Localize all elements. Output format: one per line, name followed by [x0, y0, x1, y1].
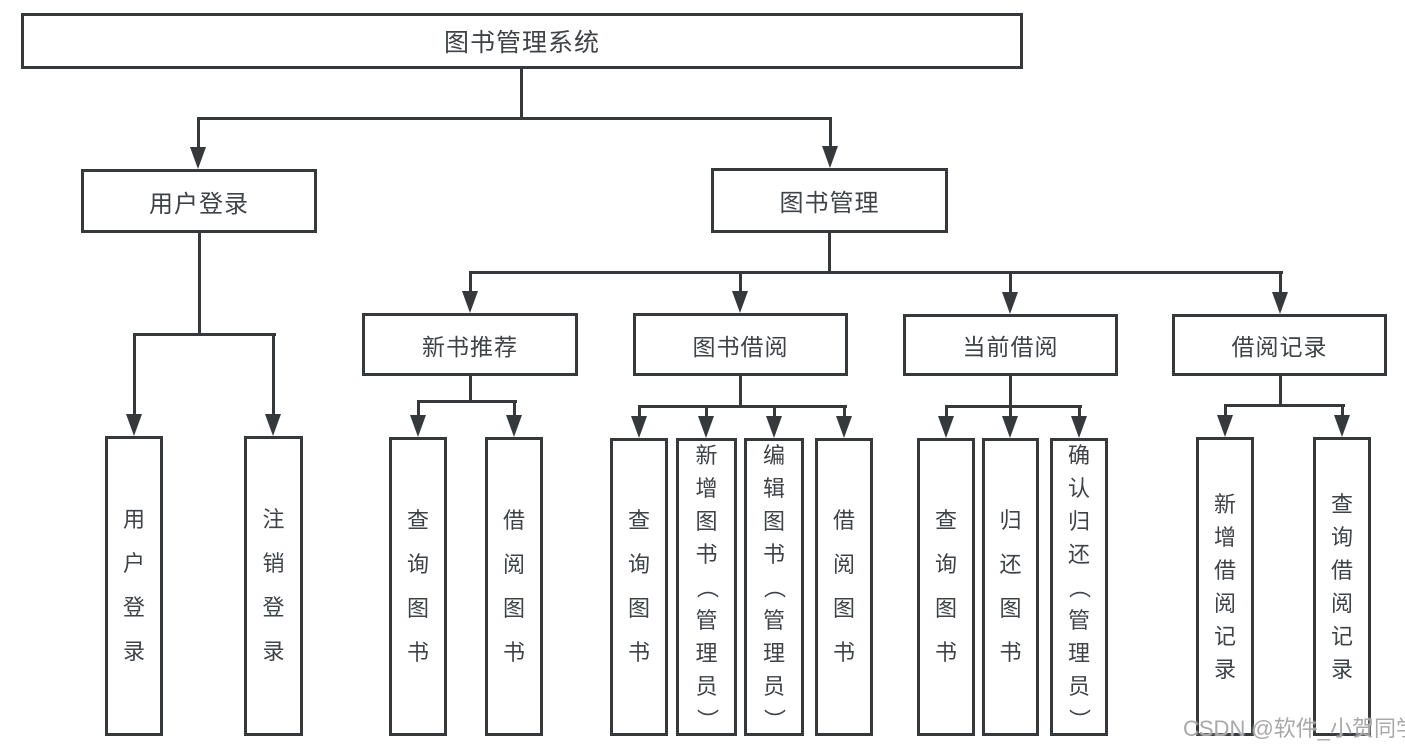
connector-root-stem	[520, 69, 523, 119]
node-borrow-records: 借阅记录	[1172, 314, 1387, 376]
connector-leaf-logout-stem	[272, 333, 275, 414]
node-user-login-label: 用户登录	[149, 190, 249, 218]
leaf-user-login: 用户登录	[105, 436, 163, 736]
node-book-borrow-label: 图书借阅	[692, 333, 789, 360]
arrow-down-icon	[836, 416, 852, 438]
leaf-newbooks-borrow: 借阅图书	[485, 437, 543, 736]
node-new-books: 新书推荐	[362, 313, 578, 376]
connector-book-mgmt-down	[828, 233, 831, 274]
arrow-down-icon	[938, 416, 954, 438]
node-system-root: 图书管理系统	[21, 13, 1023, 69]
arrow-down-icon	[506, 415, 522, 437]
connector-leaf-stem	[1224, 404, 1227, 418]
connector-book-borrow-down	[739, 376, 742, 408]
connector-leaf-user-login-stem	[133, 333, 136, 414]
node-new-books-label: 新书推荐	[422, 333, 518, 360]
leaf-records-query-label: 查询借阅记录	[1330, 491, 1353, 682]
leaf-current-confirm-label: 确认归还（管理员）	[1066, 442, 1092, 731]
connector-leaf-stem	[945, 405, 948, 418]
node-borrow-records-label: 借阅记录	[1231, 334, 1328, 360]
leaf-bookborrow-add: 新增图书（管理员）	[676, 438, 737, 736]
arrow-down-icon	[126, 414, 142, 436]
arrow-down-icon	[265, 414, 281, 436]
leaf-current-return-label: 归还图书	[999, 508, 1022, 665]
connector-new-books-bus	[417, 400, 517, 403]
leaf-records-add-label: 新增借阅记录	[1213, 491, 1236, 682]
node-book-borrow: 图书借阅	[633, 313, 848, 376]
arrow-down-icon	[1334, 415, 1350, 437]
connector-current-borrow-stem	[1009, 271, 1012, 293]
connector-leaf-stem	[1078, 405, 1081, 418]
connector-borrow-records-stem	[1279, 271, 1282, 293]
leaf-user-login-label: 用户登录	[122, 507, 145, 664]
arrow-down-icon	[1002, 416, 1018, 438]
connector-leaf-stem	[417, 400, 420, 416]
connector-user-login-stem	[197, 117, 200, 149]
arrow-down-icon	[1002, 292, 1018, 314]
leaf-records-add: 新增借阅记录	[1196, 437, 1254, 736]
leaf-newbooks-borrow-label: 借阅图书	[502, 507, 525, 665]
leaf-bookborrow-query: 查询图书	[610, 438, 668, 736]
arrow-down-icon	[1071, 416, 1087, 438]
arrow-down-icon	[698, 416, 714, 438]
arrow-down-icon	[766, 416, 782, 438]
leaf-bookborrow-edit: 编辑图书（管理员）	[744, 438, 804, 736]
leaf-bookborrow-borrow: 借阅图书	[815, 438, 873, 736]
connector-book-borrow-stem	[739, 271, 742, 293]
connector-borrow-records-bus	[1224, 404, 1345, 407]
connector-leaf-stem	[638, 405, 641, 418]
arrow-down-icon	[732, 291, 748, 313]
connector-level1-bus	[197, 117, 832, 120]
node-user-login: 用户登录	[81, 169, 317, 233]
leaf-records-query: 查询借阅记录	[1313, 437, 1371, 736]
leaf-newbooks-query: 查询图书	[389, 437, 447, 736]
arrow-down-icon	[410, 415, 426, 437]
connector-user-login-down	[198, 233, 201, 336]
connector-current-borrow-bus	[945, 405, 1082, 408]
leaf-bookborrow-query-label: 查询图书	[627, 508, 650, 665]
connector-book-mgmt-stem	[829, 117, 832, 148]
leaf-logout: 注销登录	[244, 436, 303, 736]
csdn-watermark: CSDN @软件_小贺同学	[1183, 716, 1405, 741]
connector-level2-bus	[469, 271, 1283, 274]
leaf-current-return: 归还图书	[982, 438, 1039, 736]
arrow-down-icon	[1217, 415, 1233, 437]
connector-leaf-stem	[1009, 405, 1012, 418]
leaf-bookborrow-add-label: 新增图书（管理员）	[694, 442, 719, 731]
connector-new-books-stem	[469, 271, 472, 293]
arrow-down-icon	[631, 416, 647, 438]
connector-book-borrow-bus	[638, 405, 847, 408]
leaf-logout-label: 注销登录	[262, 507, 285, 664]
connector-borrow-records-down	[1279, 376, 1282, 407]
node-current-borrow-label: 当前借阅	[962, 334, 1059, 360]
connector-new-books-down	[469, 376, 472, 403]
node-book-mgmt-label: 图书管理	[779, 190, 880, 217]
connector-leaf-stem	[513, 400, 516, 416]
leaf-bookborrow-edit-label: 编辑图书（管理员）	[761, 442, 787, 731]
arrow-down-icon	[190, 147, 206, 169]
leaf-current-query: 查询图书	[917, 438, 975, 736]
leaf-newbooks-query-label: 查询图书	[406, 507, 429, 665]
arrow-down-icon	[822, 146, 838, 168]
connector-leaf-stem	[1341, 404, 1344, 418]
connector-current-borrow-down	[1009, 376, 1012, 408]
connector-user-login-bus	[133, 333, 276, 336]
connector-leaf-stem	[773, 405, 776, 418]
leaf-current-query-label: 查询图书	[934, 508, 957, 665]
node-current-borrow: 当前借阅	[903, 314, 1118, 376]
node-system-root-label: 图书管理系统	[443, 29, 600, 57]
leaf-bookborrow-borrow-label: 借阅图书	[832, 508, 855, 665]
leaf-current-confirm: 确认归还（管理员）	[1050, 438, 1108, 736]
arrow-down-icon	[462, 291, 478, 313]
connector-leaf-stem	[705, 405, 708, 418]
connector-leaf-stem	[843, 405, 846, 418]
node-book-mgmt: 图书管理	[711, 168, 948, 233]
arrow-down-icon	[1272, 292, 1288, 314]
